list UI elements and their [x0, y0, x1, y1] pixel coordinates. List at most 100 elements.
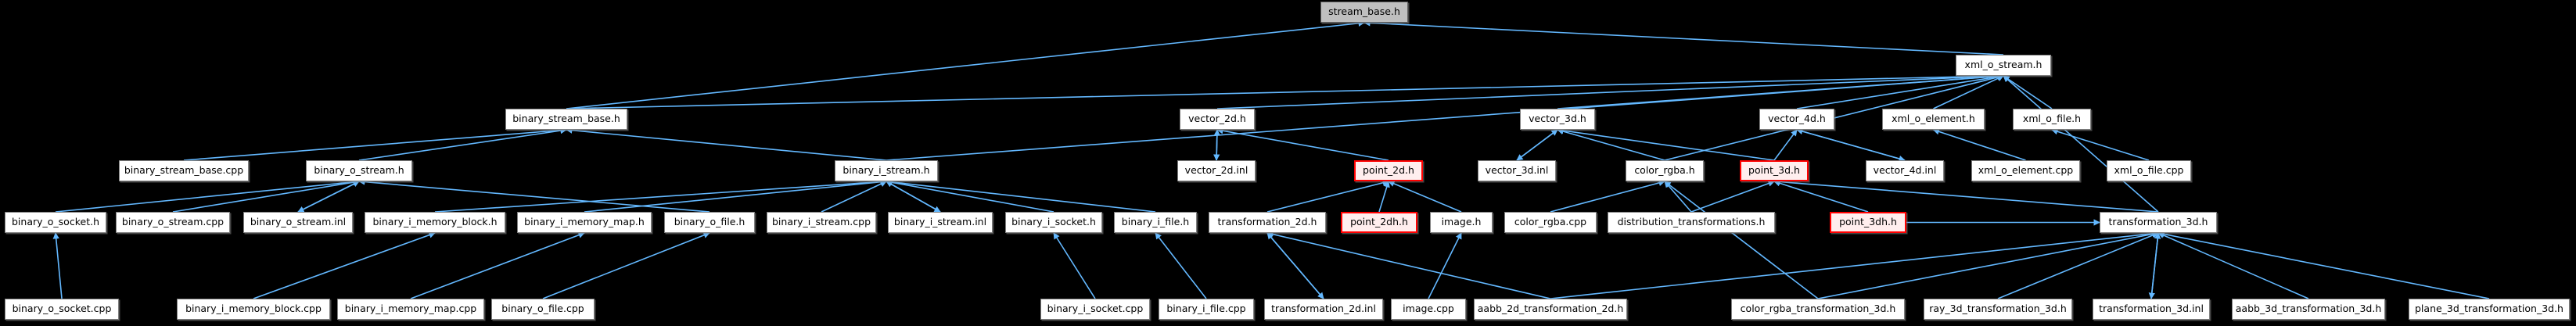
- graph-node-binary-i-stream-h[interactable]: binary_i_stream.h: [835, 160, 938, 181]
- graph-node-label: binary_o_file.h: [674, 216, 745, 228]
- graph-node-image-h[interactable]: image.h: [1430, 212, 1493, 233]
- graph-node-color-rgba-h[interactable]: color_rgba.h: [1626, 160, 1704, 181]
- graph-node-ray-3d-transformation-3d-h[interactable]: ray_3d_transformation_3d.h: [1924, 299, 2072, 320]
- graph-node-binary-i-file-cpp[interactable]: binary_i_file.cpp: [1159, 299, 1254, 320]
- graph-node-vector-3d-h[interactable]: vector_3d.h: [1520, 109, 1595, 130]
- graph-edge: [821, 181, 887, 213]
- graph-node-label: binary_o_stream.inl: [250, 216, 347, 228]
- graph-edge: [1796, 129, 1906, 162]
- graph-node-binary-stream-base-h[interactable]: binary_stream_base.h: [505, 109, 627, 130]
- graph-node-xml-o-element-h[interactable]: xml_o_element.h: [1882, 109, 1985, 130]
- graph-node-binary-i-file-h[interactable]: binary_i_file.h: [1114, 212, 1197, 233]
- graph-node-label: binary_i_stream.cpp: [771, 216, 871, 228]
- graph-edge: [52, 232, 63, 299]
- graph-edge: [1216, 127, 1389, 161]
- graph-node-label: xml_o_stream.h: [1964, 59, 2042, 71]
- graph-edge: [1557, 73, 2004, 109]
- graph-node-label: color_rgba.h: [1634, 164, 1695, 177]
- graph-node-label: color_rgba.cpp: [1514, 216, 1587, 228]
- graph-edge: [410, 231, 585, 299]
- graph-node-transformation-2d-h[interactable]: transformation_2d.h: [1209, 212, 1326, 233]
- graph-edge: [1266, 232, 1324, 299]
- graph-node-label: point_2d.h: [1363, 164, 1414, 177]
- graph-node-point-2dh-h[interactable]: point_2dh.h: [1341, 212, 1417, 233]
- graph-node-binary-i-memory-map-cpp[interactable]: binary_i_memory_map.cpp: [337, 299, 484, 320]
- graph-node-color-rgba-transformation-3d-h[interactable]: color_rgba_transformation_3d.h: [1731, 299, 1905, 320]
- graph-node-vector-2d-inl[interactable]: vector_2d.inl: [1177, 160, 1256, 181]
- graph-node-label: binary_i_file.h: [1121, 216, 1190, 228]
- graph-node-aabb-3d-transformation-3d-h[interactable]: aabb_3d_transformation_3d.h: [2232, 299, 2385, 320]
- graph-node-label: stream_base.h: [1328, 5, 1400, 18]
- graph-node-binary-o-socket-cpp[interactable]: binary_o_socket.cpp: [5, 299, 119, 320]
- graph-edge: [55, 178, 360, 213]
- graph-node-label: transformation_2d.inl: [1271, 303, 1376, 315]
- graph-node-xml-o-stream-h[interactable]: xml_o_stream.h: [1956, 55, 2051, 76]
- graph-edge: [566, 20, 1365, 109]
- graph-edge: [1516, 129, 1558, 161]
- graph-node-xml-o-file-h[interactable]: xml_o_file.h: [2013, 109, 2091, 130]
- graph-node-aabb-2d-transformation-2d-h[interactable]: aabb_2d_transformation_2d.h: [1474, 299, 1627, 320]
- graph-node-binary-o-socket-h[interactable]: binary_o_socket.h: [5, 212, 106, 233]
- graph-node-vector-3d-inl[interactable]: vector_3d.inl: [1478, 160, 1556, 181]
- graph-node-label: vector_3d.inl: [1485, 164, 1549, 177]
- graph-node-transformation-2d-inl[interactable]: transformation_2d.inl: [1264, 299, 1383, 320]
- graph-edge: [1550, 230, 2159, 299]
- graph-edge: [2157, 231, 2490, 299]
- graph-node-binary-i-socket-h[interactable]: binary_i_socket.h: [1005, 212, 1102, 233]
- graph-node-xml-o-file-cpp[interactable]: xml_o_file.cpp: [2107, 160, 2191, 181]
- graph-node-label: binary_i_memory_block.cpp: [185, 303, 322, 315]
- graph-edge: [1053, 232, 1096, 299]
- graph-edge: [584, 178, 887, 213]
- graph-node-binary-i-stream-inl[interactable]: binary_i_stream.inl: [888, 212, 993, 233]
- graph-node-binary-i-stream-cpp[interactable]: binary_i_stream.cpp: [767, 212, 876, 233]
- graph-node-binary-o-stream-h[interactable]: binary_o_stream.h: [306, 160, 412, 181]
- graph-edge: [886, 178, 1156, 213]
- graph-node-binary-i-memory-map-h[interactable]: binary_i_memory_map.h: [517, 212, 652, 233]
- graph-node-label: binary_o_socket.h: [12, 216, 99, 228]
- graph-node-label: point_3d.h: [1748, 164, 1800, 177]
- graph-node-plane-3d-transformation-3d-h[interactable]: plane_3d_transformation_3d.h: [2409, 299, 2570, 320]
- graph-node-vector-2d-h[interactable]: vector_2d.h: [1180, 109, 1255, 130]
- graph-node-binary-i-socket-cpp[interactable]: binary_i_socket.cpp: [1040, 299, 1150, 320]
- graph-edge: [183, 127, 567, 161]
- graph-node-binary-o-stream-cpp[interactable]: binary_o_stream.cpp: [116, 212, 230, 233]
- graph-edge: [172, 179, 360, 213]
- edge-group: [52, 20, 2490, 299]
- graph-node-transformation-3d-h[interactable]: transformation_3d.h: [2100, 212, 2217, 233]
- graph-edge: [1550, 179, 1665, 213]
- graph-node-label: xml_o_element.cpp: [1978, 164, 2074, 177]
- graph-node-label: plane_3d_transformation_3d.h: [2415, 303, 2563, 315]
- graph-node-label: vector_4d.inl: [1873, 164, 1937, 177]
- graph-node-label: binary_i_stream.inl: [893, 216, 987, 228]
- graph-node-point-3dh-h[interactable]: point_3dh.h: [1830, 212, 1906, 233]
- graph-node-binary-o-file-h[interactable]: binary_o_file.h: [664, 212, 755, 233]
- graph-node-transformation-3d-inl[interactable]: transformation_3d.inl: [2093, 299, 2210, 320]
- graph-node-label: binary_o_stream.cpp: [121, 216, 225, 228]
- graph-node-label: point_3dh.h: [1839, 216, 1897, 228]
- graph-node-distribution-transformations-h[interactable]: distribution_transformations.h: [1608, 212, 1775, 233]
- graph-node-point-2d-h[interactable]: point_2d.h: [1354, 160, 1423, 181]
- graph-node-label: point_2dh.h: [1350, 216, 1408, 228]
- graph-node-label: xml_o_file.cpp: [2114, 164, 2184, 177]
- graph-node-binary-i-memory-block-h[interactable]: binary_i_memory_block.h: [365, 212, 505, 233]
- graph-node-stream-base-h[interactable]: stream_base.h: [1320, 2, 1408, 23]
- graph-node-point-3d-h[interactable]: point_3d.h: [1740, 160, 1809, 181]
- graph-node-vector-4d-inl[interactable]: vector_4d.inl: [1866, 160, 1944, 181]
- graph-node-vector-4d-h[interactable]: vector_4d.h: [1759, 109, 1834, 130]
- graph-edge: [1997, 231, 2159, 299]
- graph-node-label: transformation_3d.h: [2108, 216, 2208, 228]
- graph-edge: [566, 73, 2004, 109]
- graph-node-binary-o-file-cpp[interactable]: binary_o_file.cpp: [491, 299, 595, 320]
- graph-node-image-cpp[interactable]: image.cpp: [1391, 299, 1466, 320]
- graph-node-binary-stream-base-cpp[interactable]: binary_stream_base.cpp: [119, 160, 249, 181]
- graph-node-label: binary_stream_base.cpp: [124, 164, 244, 177]
- graph-node-color-rgba-cpp[interactable]: color_rgba.cpp: [1504, 212, 1597, 233]
- graph-node-binary-i-memory-block-cpp[interactable]: binary_i_memory_block.cpp: [177, 299, 330, 320]
- graph-edge: [1266, 231, 1551, 299]
- graph-node-binary-o-stream-inl[interactable]: binary_o_stream.inl: [243, 212, 353, 233]
- graph-edge: [1664, 181, 1819, 299]
- graph-node-xml-o-element-cpp[interactable]: xml_o_element.cpp: [1971, 160, 2080, 181]
- graph-edge: [1933, 75, 2004, 109]
- graph-edge: [1690, 180, 1775, 213]
